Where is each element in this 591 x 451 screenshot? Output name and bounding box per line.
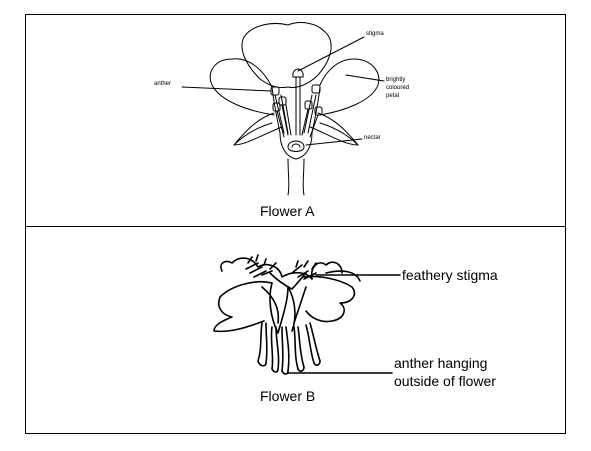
flower-a-lower-right-petal [309, 112, 359, 146]
flower-a-right-petal [319, 58, 380, 116]
flower-b-feathery-stigma-right [291, 260, 317, 280]
anther-label: anther [154, 81, 172, 87]
flower-b-feathery-stigma-left [245, 254, 277, 278]
flower-b-panel: feathery stigma anther hanging outside o… [25, 226, 566, 434]
flower-a-left-petal [209, 58, 275, 116]
nectar-label: nectar [364, 135, 381, 141]
petal-leader-line [345, 74, 385, 82]
flower-a-panel: stigma anther brightly coloured petal ne… [25, 14, 566, 227]
flower-b-anther-1 [257, 322, 268, 364]
anther-hanging-label-line-2: outside of flower [394, 373, 496, 389]
anther-leader-line [181, 86, 272, 92]
flower-a-style [295, 76, 301, 136]
flower-a-receptacle [279, 132, 313, 160]
flower-b-anther-2 [270, 326, 280, 370]
flower-a-illustration [181, 22, 385, 196]
flower-a-stigma [292, 68, 304, 78]
flower-a-stamen-6 [309, 114, 319, 138]
nectar-leader-line [305, 138, 363, 146]
flower-a-stamen-3 [276, 110, 285, 138]
flower-a-lower-left-petal [233, 112, 283, 146]
flower-a-nectary [287, 140, 305, 152]
flower-b-caption: Flower B [260, 388, 316, 404]
flower-b-right-petal [303, 275, 356, 323]
flower-a-stamen-2 [281, 104, 292, 136]
flower-a-caption: Flower A [260, 203, 315, 219]
flower-a-stalk [287, 158, 305, 196]
flower-b-left-petal [213, 281, 273, 333]
flower-a-stamen-5 [301, 108, 309, 136]
flower-b-illustration [213, 254, 401, 375]
flower-b-style [269, 272, 307, 290]
petal-label-line-1: brightly [386, 77, 406, 83]
petal-label-line-2: coloured [386, 85, 410, 91]
stigma-leader-line [297, 36, 365, 72]
flower-b-anther-5 [305, 322, 321, 364]
flower-b-anther-4 [293, 326, 305, 370]
stigma-label: stigma [366, 31, 384, 37]
feathery-stigma-label: feathery stigma [402, 267, 498, 283]
flower-b-anther-3 [281, 326, 290, 372]
flower-b-center-petal [269, 282, 289, 334]
anther-hanging-label-line-1: anther hanging [394, 355, 488, 371]
flower-b-right-top-petal [310, 261, 343, 280]
flower-a-top-petal [241, 22, 332, 88]
petal-label-line-3: petal [386, 93, 400, 99]
